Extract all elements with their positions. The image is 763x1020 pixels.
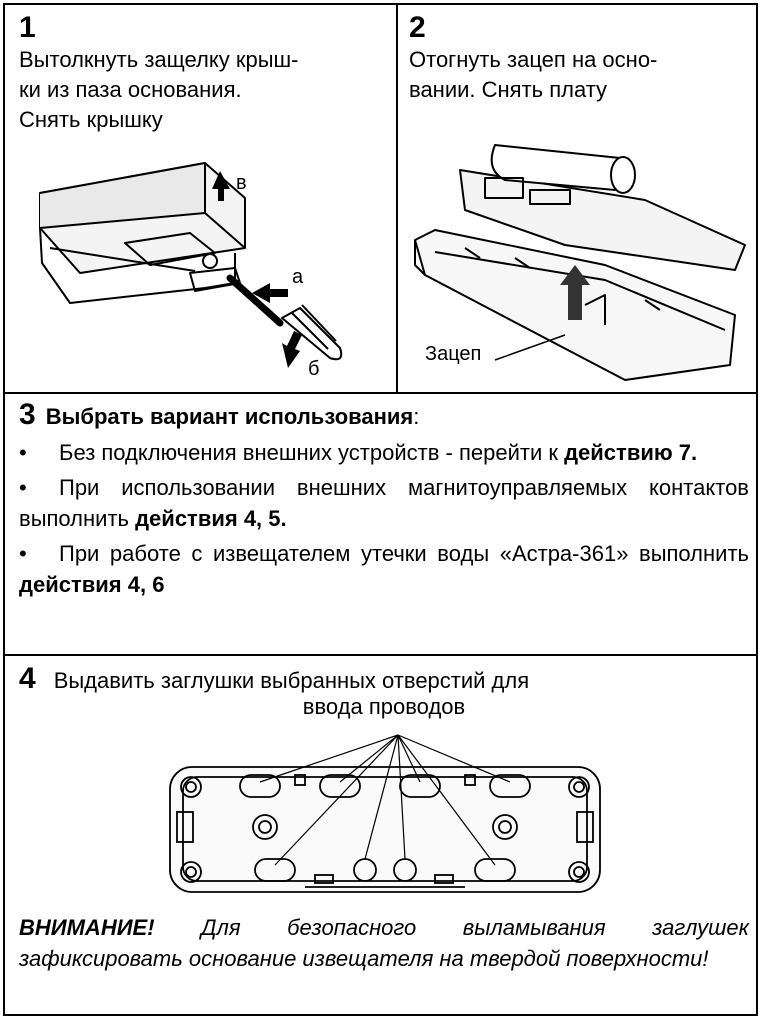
option-3: • При работе с извещателем утечки воды «А… [19,538,749,600]
warning-label: ВНИМАНИЕ! [19,915,155,940]
bullet-1: • [19,440,27,465]
option-1-action: действию 7. [564,440,698,465]
step-2-illustration: Зацеп [414,144,746,381]
step-3-number: 3 [19,398,36,431]
bullet-2: • [19,475,27,500]
arrow-left-icon [252,283,288,303]
step-3: 3 Выбрать вариант использования: • Без под… [19,398,749,600]
step-4: 4 Выдавить заглушки выбранных отверстий д… [19,662,749,722]
arrow-up-icon [560,265,590,320]
pointer-lines [259,734,511,866]
option-3-action: действия 4, 6 [19,572,165,597]
row-divider-2 [5,654,756,656]
label-zacep: Зацеп [425,343,481,365]
option-2-text: При использовании внешних магнитоуправля… [19,475,749,531]
row-divider-1 [5,392,756,394]
step-1-number: 1 [19,11,36,44]
label-a: а [292,266,304,288]
option-2: •При использовании внешних магнитоуправл… [19,472,749,534]
step-4-line-2: ввода проводов [302,694,466,719]
step-1-line-2: ки из паза основания. [19,77,242,102]
label-b: б [308,358,319,380]
step-4-text-1: Выдавить заглушки выбранных отверстий дл… [53,668,530,693]
step-4-number: 4 [19,662,36,695]
step-3-heading: Выбрать вариант использования [45,404,414,429]
option-2-action: действия 4, 5. [135,506,287,531]
step-1-line-3: Снять крышку [19,107,163,132]
option-1: • Без подключения внешних устройств - пер… [19,437,749,468]
warning-note: ВНИМАНИЕ! Для безопасного выламывания за… [19,912,749,974]
instruction-sheet: 1 Вытолкнуть защелку крыш- ки из паза ос… [3,3,758,1016]
step-4-base-diagram [169,734,601,893]
warning-text: Для безопасного выламывания заглушек заф… [19,915,749,971]
step-2-line-1: Отогнуть зацеп на осно- [409,47,658,72]
option-1-text: Без подключения внешних устройств - пере… [59,440,565,465]
column-divider [396,5,398,394]
bullet-3: • [19,541,27,566]
arrow-down-icon [282,331,302,368]
step-2-line-2: вании. Снять плату [409,77,608,102]
step-4-line-1: 4 Выдавить заглушки выбранных отверстий д… [19,662,749,696]
option-3-text: При работе с извещателем утечки воды «Ас… [59,541,749,566]
step-1-illustration: в а б [39,162,343,380]
knockout-top-row [239,774,531,798]
step-2: 2 Отогнуть зацеп на осно- вании. Снять п… [409,11,754,105]
step-3-heading-row: 3 Выбрать вариант использования: [19,398,749,433]
step-2-number: 2 [409,11,426,44]
arrow-up-icon [212,171,230,201]
step-1-line-1: Вытолкнуть защелку крыш- [19,47,299,72]
step-3-heading-colon: : [413,404,420,429]
step-1: 1 Вытолкнуть защелку крыш- ки из паза ос… [19,11,389,135]
label-v: в [236,172,247,194]
